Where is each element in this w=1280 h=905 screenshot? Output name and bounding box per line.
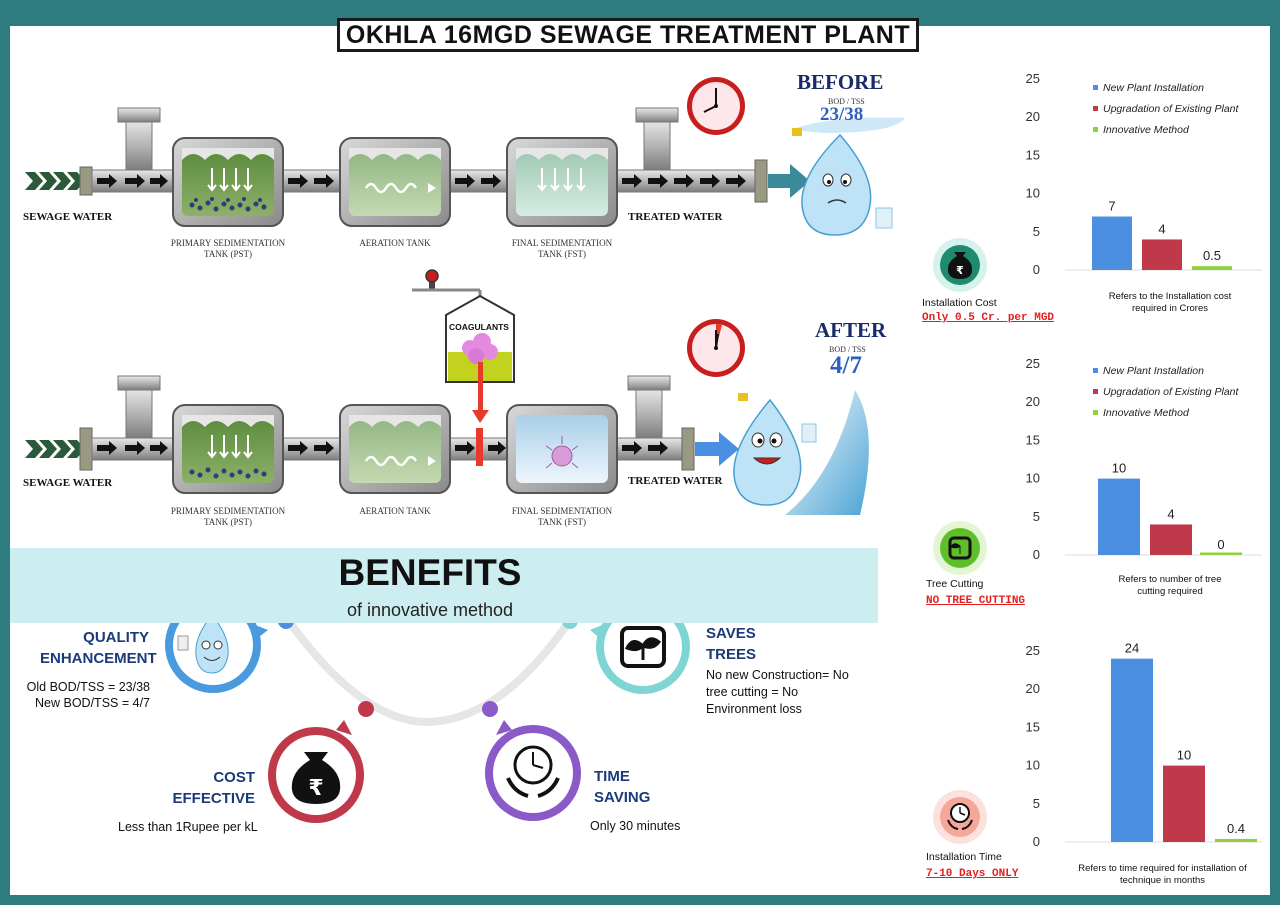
- money-bag-small-icon: ₹: [933, 238, 987, 292]
- trees-line-2: tree cutting = No: [706, 685, 799, 699]
- fst-label-line1: FINAL SEDIMENTATION: [511, 238, 613, 248]
- before-value: 23/38: [820, 104, 864, 125]
- cost-line-1: Less than 1Rupee per kL: [118, 820, 258, 834]
- sewage-label-after: SEWAGE WATER: [23, 477, 113, 489]
- benefits-title: BENEFITS: [338, 552, 522, 593]
- chart3-note: Refers to time required for installation…: [1055, 863, 1270, 887]
- aeration-label-after: AERATION TANK: [359, 506, 431, 516]
- coagulants-label: COAGULANTS: [449, 322, 509, 332]
- outflow-arrow: [768, 164, 810, 198]
- tree-cutting-label: Tree Cutting: [926, 578, 984, 590]
- tree-small-icon: [933, 521, 987, 575]
- time-heading-1: TIME: [594, 768, 630, 785]
- pst-label-line1: PRIMARY SEDIMENTATION: [170, 238, 286, 248]
- inlet-flange: [79, 166, 93, 196]
- floc-icon: [545, 436, 579, 469]
- installation-time-label: Installation Time: [926, 851, 1002, 863]
- process-row-after: [25, 269, 869, 515]
- trees-heading-1: SAVES: [706, 625, 756, 642]
- sewage-label-before: SEWAGE WATER: [23, 211, 113, 223]
- quality-line-1: Old BOD/TSS = 23/38: [26, 680, 150, 694]
- tree-cutting-highlight: NO TREE CUTTING: [926, 595, 1026, 607]
- before-sub: BOD / TSS: [828, 97, 865, 106]
- time-heading-2: SAVING: [594, 789, 651, 806]
- quality-line-2: New BOD/TSS = 4/7: [35, 696, 150, 710]
- treated-label-after: TREATED WATER: [628, 475, 723, 487]
- title-banner: OKHLA 16MGD SEWAGE TREATMENT PLANT: [337, 18, 919, 52]
- coagulant-dosing: [412, 269, 515, 423]
- chart1-note-line2: required in Crores: [1131, 303, 1209, 314]
- time-line-1: Only 30 minutes: [590, 819, 681, 833]
- chart2-note-line1: Refers to number of tree: [1118, 574, 1222, 585]
- svg-text:₹: ₹: [956, 264, 964, 277]
- happy-droplet-icon: [733, 390, 869, 515]
- cost-heading-2: EFFECTIVE: [172, 790, 255, 807]
- fst-label-line1: FINAL SEDIMENTATION: [511, 506, 613, 516]
- pst-label-after: PRIMARY SEDIMENTATION TANK (PST): [163, 506, 293, 528]
- flow-arrows: [97, 174, 746, 188]
- pst-label-line1: PRIMARY SEDIMENTATION: [170, 506, 286, 516]
- aeration-label-before: AERATION TANK: [359, 238, 431, 248]
- clock-after-icon: [687, 319, 745, 377]
- process-row-before: [25, 77, 905, 236]
- quality-heading-2: ENHANCEMENT: [40, 650, 157, 667]
- cost-heading-1: COST: [213, 769, 255, 786]
- installation-cost-highlight: Only 0.5 Cr. per MGD: [922, 312, 1055, 324]
- benefits-subtitle: of innovative method: [346, 600, 514, 620]
- money-bag-icon: ₹: [268, 720, 364, 823]
- pst-label-line2: TANK (PST): [203, 249, 253, 259]
- chart3-note-line2: technique in months: [1119, 875, 1206, 886]
- trees-line-3: Environment loss: [706, 702, 802, 716]
- clock-hand-small-icon: [933, 790, 987, 844]
- svg-text:₹: ₹: [308, 776, 323, 801]
- after-title: AFTER: [815, 318, 887, 342]
- chart2-note-line2: cutting required: [1137, 586, 1203, 597]
- fst-label-line2: TANK (FST): [537, 249, 587, 259]
- fst-label-after: FINAL SEDIMENTATION TANK (FST): [497, 506, 627, 528]
- trees-line-1: No new Construction= No: [706, 668, 849, 682]
- pst-label-before: PRIMARY SEDIMENTATION TANK (PST): [163, 238, 293, 260]
- chart3-note-line1: Refers to time required for installation…: [1078, 863, 1247, 874]
- quality-heading-1: QUALITY: [83, 629, 149, 646]
- installation-time-highlight: 7-10 Days ONLY: [926, 868, 1019, 880]
- fst-label-before: FINAL SEDIMENTATION TANK (FST): [497, 238, 627, 260]
- sad-droplet-icon: [790, 117, 905, 236]
- page-title: OKHLA 16MGD SEWAGE TREATMENT PLANT: [345, 20, 911, 49]
- inlet-chevrons: [25, 172, 85, 190]
- trees-heading-2: TREES: [706, 646, 757, 663]
- chart2-note: Refers to number of tree cutting require…: [1080, 574, 1260, 598]
- inner-frame: [8, 8, 1272, 897]
- benefits-band: [10, 548, 878, 623]
- time-saving-icon: [485, 720, 581, 821]
- fst-label-line2: TANK (FST): [537, 517, 587, 527]
- inlet-chevrons-after: [25, 440, 85, 458]
- side-icons: ₹: [933, 238, 987, 844]
- after-sub: BOD / TSS: [829, 345, 866, 354]
- benefits-graphic: ₹: [165, 597, 690, 823]
- saves-trees-icon: [590, 600, 690, 694]
- chart1-note: Refers to the Installation cost required…: [1080, 291, 1260, 315]
- before-title: BEFORE: [797, 70, 884, 94]
- treated-label-before: TREATED WATER: [628, 211, 723, 223]
- clock-before-icon: [687, 77, 745, 135]
- after-value: 4/7: [830, 352, 862, 379]
- chart1-note-line1: Refers to the Installation cost: [1108, 291, 1232, 302]
- installation-cost-label: Installation Cost: [922, 297, 997, 309]
- pst-label-line2: TANK (PST): [203, 517, 253, 527]
